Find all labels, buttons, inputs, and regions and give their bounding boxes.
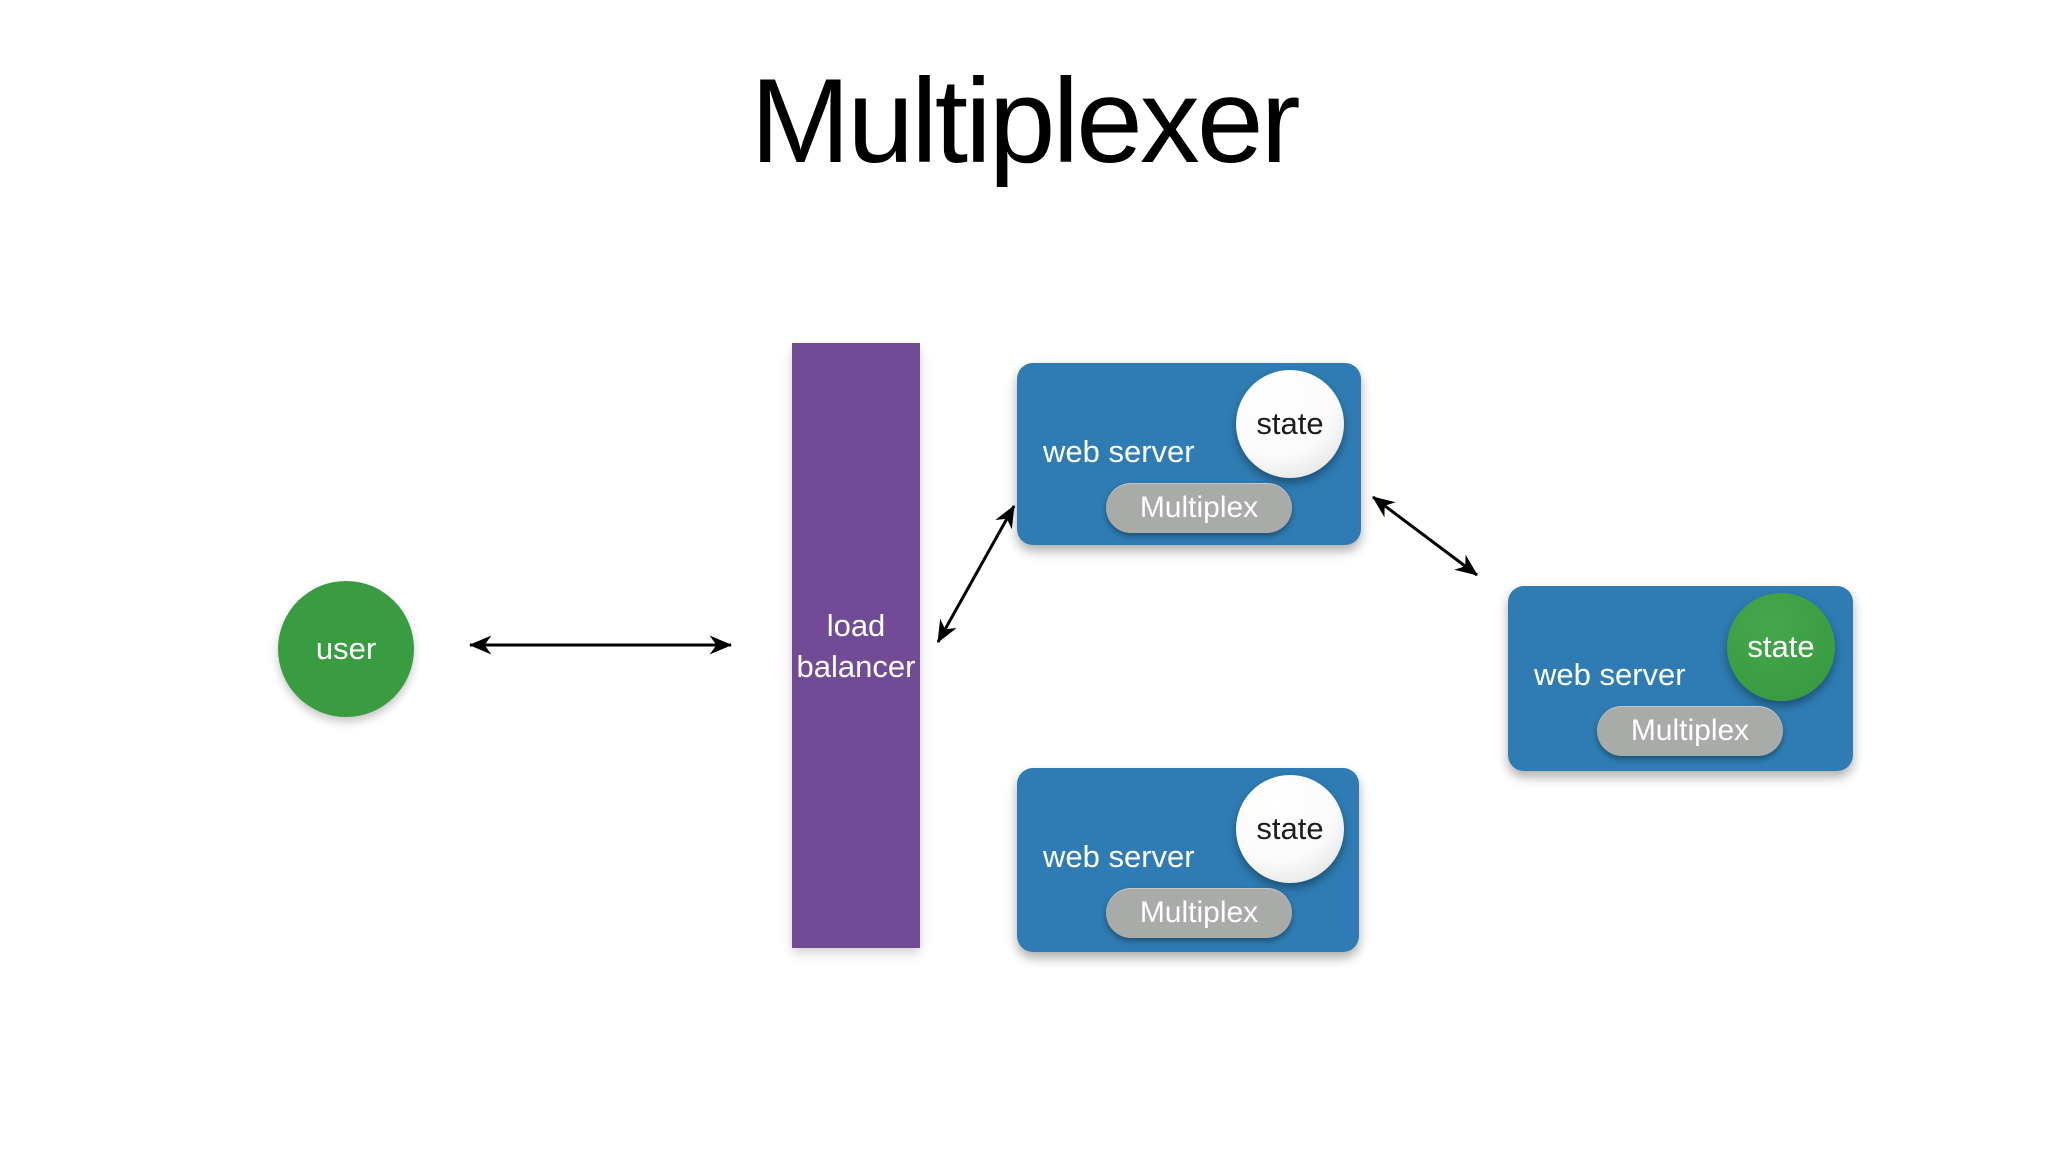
- multiplex-label: Multiplex: [1139, 491, 1259, 524]
- load-balancer-label-line2: balancer: [796, 648, 916, 684]
- user-node: user: [278, 581, 414, 717]
- arrow-loadbalancer-webserver-top: [936, 505, 1016, 643]
- state-badge: state: [1236, 775, 1344, 883]
- state-label: state: [1256, 406, 1324, 441]
- multiplex-pill: Multiplex: [1106, 483, 1292, 533]
- multiplex-label: Multiplex: [1630, 714, 1750, 747]
- web-server-card-top: web server state Multiplex: [1017, 363, 1361, 545]
- web-server-label: web server: [1043, 434, 1195, 469]
- multiplex-pill: Multiplex: [1106, 888, 1292, 938]
- arrow-webserver-top-webserver-right: [1372, 495, 1478, 577]
- load-balancer-node: load balancer: [792, 343, 920, 948]
- state-label: state: [1256, 811, 1324, 846]
- user-label: user: [315, 631, 377, 666]
- multiplex-label: Multiplex: [1139, 896, 1259, 929]
- state-badge: state: [1727, 593, 1835, 701]
- state-label: state: [1747, 629, 1815, 664]
- web-server-card-bottom: web server state Multiplex: [1017, 768, 1359, 952]
- web-server-card-right: web server state Multiplex: [1508, 586, 1853, 771]
- load-balancer-label-line1: load: [826, 607, 886, 643]
- web-server-label: web server: [1043, 839, 1195, 874]
- state-badge: state: [1236, 370, 1344, 478]
- diagram-title: Multiplexer: [750, 54, 1300, 188]
- multiplex-pill: Multiplex: [1597, 706, 1783, 756]
- web-server-label: web server: [1534, 657, 1686, 692]
